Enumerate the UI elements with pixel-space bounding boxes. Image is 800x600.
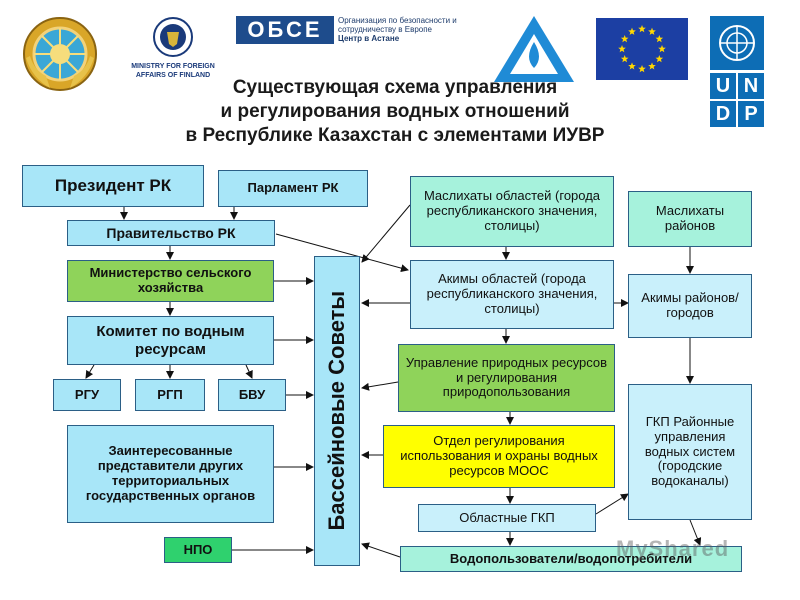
arrow-committee-bvu — [245, 364, 253, 379]
oblast-maslikhats-box: Маслихаты областей (города республиканск… — [410, 176, 614, 247]
title-line-1: Существующая схема управления — [232, 77, 558, 98]
government-box: Правительство РК — [67, 220, 275, 246]
water-regulation-dept-box: Отдел регулирования использования и охра… — [383, 425, 615, 488]
bvu-box: БВУ — [218, 379, 286, 411]
arrow-government-akims — [275, 233, 409, 273]
arrow-committee-rgu — [85, 364, 95, 379]
arrow-users-basin — [361, 542, 401, 558]
undp-logo: U N D P — [710, 16, 764, 128]
gkp-district-box: ГКП Районные управления водных систем (г… — [628, 384, 752, 520]
rgp-box: РГП — [135, 379, 205, 411]
eu-star-icon — [655, 35, 664, 43]
eu-stars-icon — [618, 25, 666, 73]
arrow-gkp-users-right — [689, 519, 702, 546]
undp-letter-d: D — [710, 101, 736, 127]
arrow-oblast-gkp-gkp — [595, 493, 629, 515]
rgu-box: РГУ — [53, 379, 121, 411]
eu-star-icon — [618, 45, 626, 53]
eu-star-icon — [628, 62, 636, 70]
eu-star-icon — [658, 45, 666, 53]
arrow-maslikhats-basin — [361, 204, 411, 263]
committee-box: Комитет по водным ресурсам — [67, 316, 274, 365]
ministry-box: Министерство сельского хозяйства — [67, 260, 274, 302]
undp-letter-p: P — [738, 101, 764, 127]
finland-text-line-1: MINISTRY FOR FOREIGN — [131, 63, 215, 70]
eu-star-icon — [638, 65, 646, 73]
osce-text-line-1: Организация по безопасности и — [338, 16, 457, 25]
interested-parties-box: Заинтересованные представители других те… — [67, 425, 274, 523]
eu-star-icon — [620, 35, 629, 43]
president-box: Президент РК — [22, 165, 204, 207]
finland-text-line-2: AFFAIRS OF FINLAND — [135, 72, 211, 79]
district-maslikhats-box: Маслихаты районов — [628, 191, 752, 247]
un-emblem-icon — [710, 16, 764, 70]
undp-letter-u: U — [710, 73, 736, 99]
eu-star-icon — [648, 62, 656, 70]
osce-mark: ОБСЕ — [236, 16, 334, 44]
title-line-2: и регулирования водных отношений — [220, 101, 570, 122]
kazakhstan-emblem-logo — [20, 14, 100, 94]
triangle-drop-icon — [494, 16, 574, 82]
eu-star-icon — [620, 55, 629, 63]
finland-crest-icon — [153, 17, 193, 57]
emblem-icon — [23, 17, 97, 91]
page-title: Существующая схема управления и регулиро… — [160, 76, 630, 148]
arrow-nature-basin — [361, 381, 399, 391]
basin-councils-label: Бассейновые Советы — [324, 291, 350, 531]
finland-mfa-logo: MINISTRY FOR FOREIGN AFFAIRS OF FINLAND — [128, 14, 218, 94]
eu-star-icon — [628, 27, 636, 35]
osce-text-line-3: Центр в Астане — [338, 34, 400, 43]
parliament-box: Парламент РК — [218, 170, 368, 207]
eu-star-icon — [655, 55, 664, 63]
basin-councils-box: Бассейновые Советы — [314, 256, 360, 566]
oblast-akims-box: Акимы областей (города республиканского … — [410, 260, 614, 329]
oblast-gkp-box: Областные ГКП — [418, 504, 596, 532]
district-akims-box: Акимы районов/ городов — [628, 274, 752, 338]
nature-management-box: Управление природных ресурсов и регулиро… — [398, 344, 615, 412]
ngo-box: НПО — [164, 537, 232, 563]
undp-letter-n: N — [738, 73, 764, 99]
title-line-3: в Республике Казахстан с элементами ИУВР — [185, 125, 605, 146]
water-users-box: Водопользователи/водопотребители — [400, 546, 742, 572]
eu-star-icon — [638, 25, 646, 33]
osce-logo: ОБСЕ Организация по безопасности и сотру… — [236, 16, 476, 46]
eu-star-icon — [648, 27, 656, 35]
osce-text-line-2: сотрудничеству в Европе — [338, 25, 432, 34]
water-drop-logo — [492, 14, 576, 84]
watermark: MyShared — [616, 536, 730, 561]
eu-flag-logo — [596, 18, 688, 80]
